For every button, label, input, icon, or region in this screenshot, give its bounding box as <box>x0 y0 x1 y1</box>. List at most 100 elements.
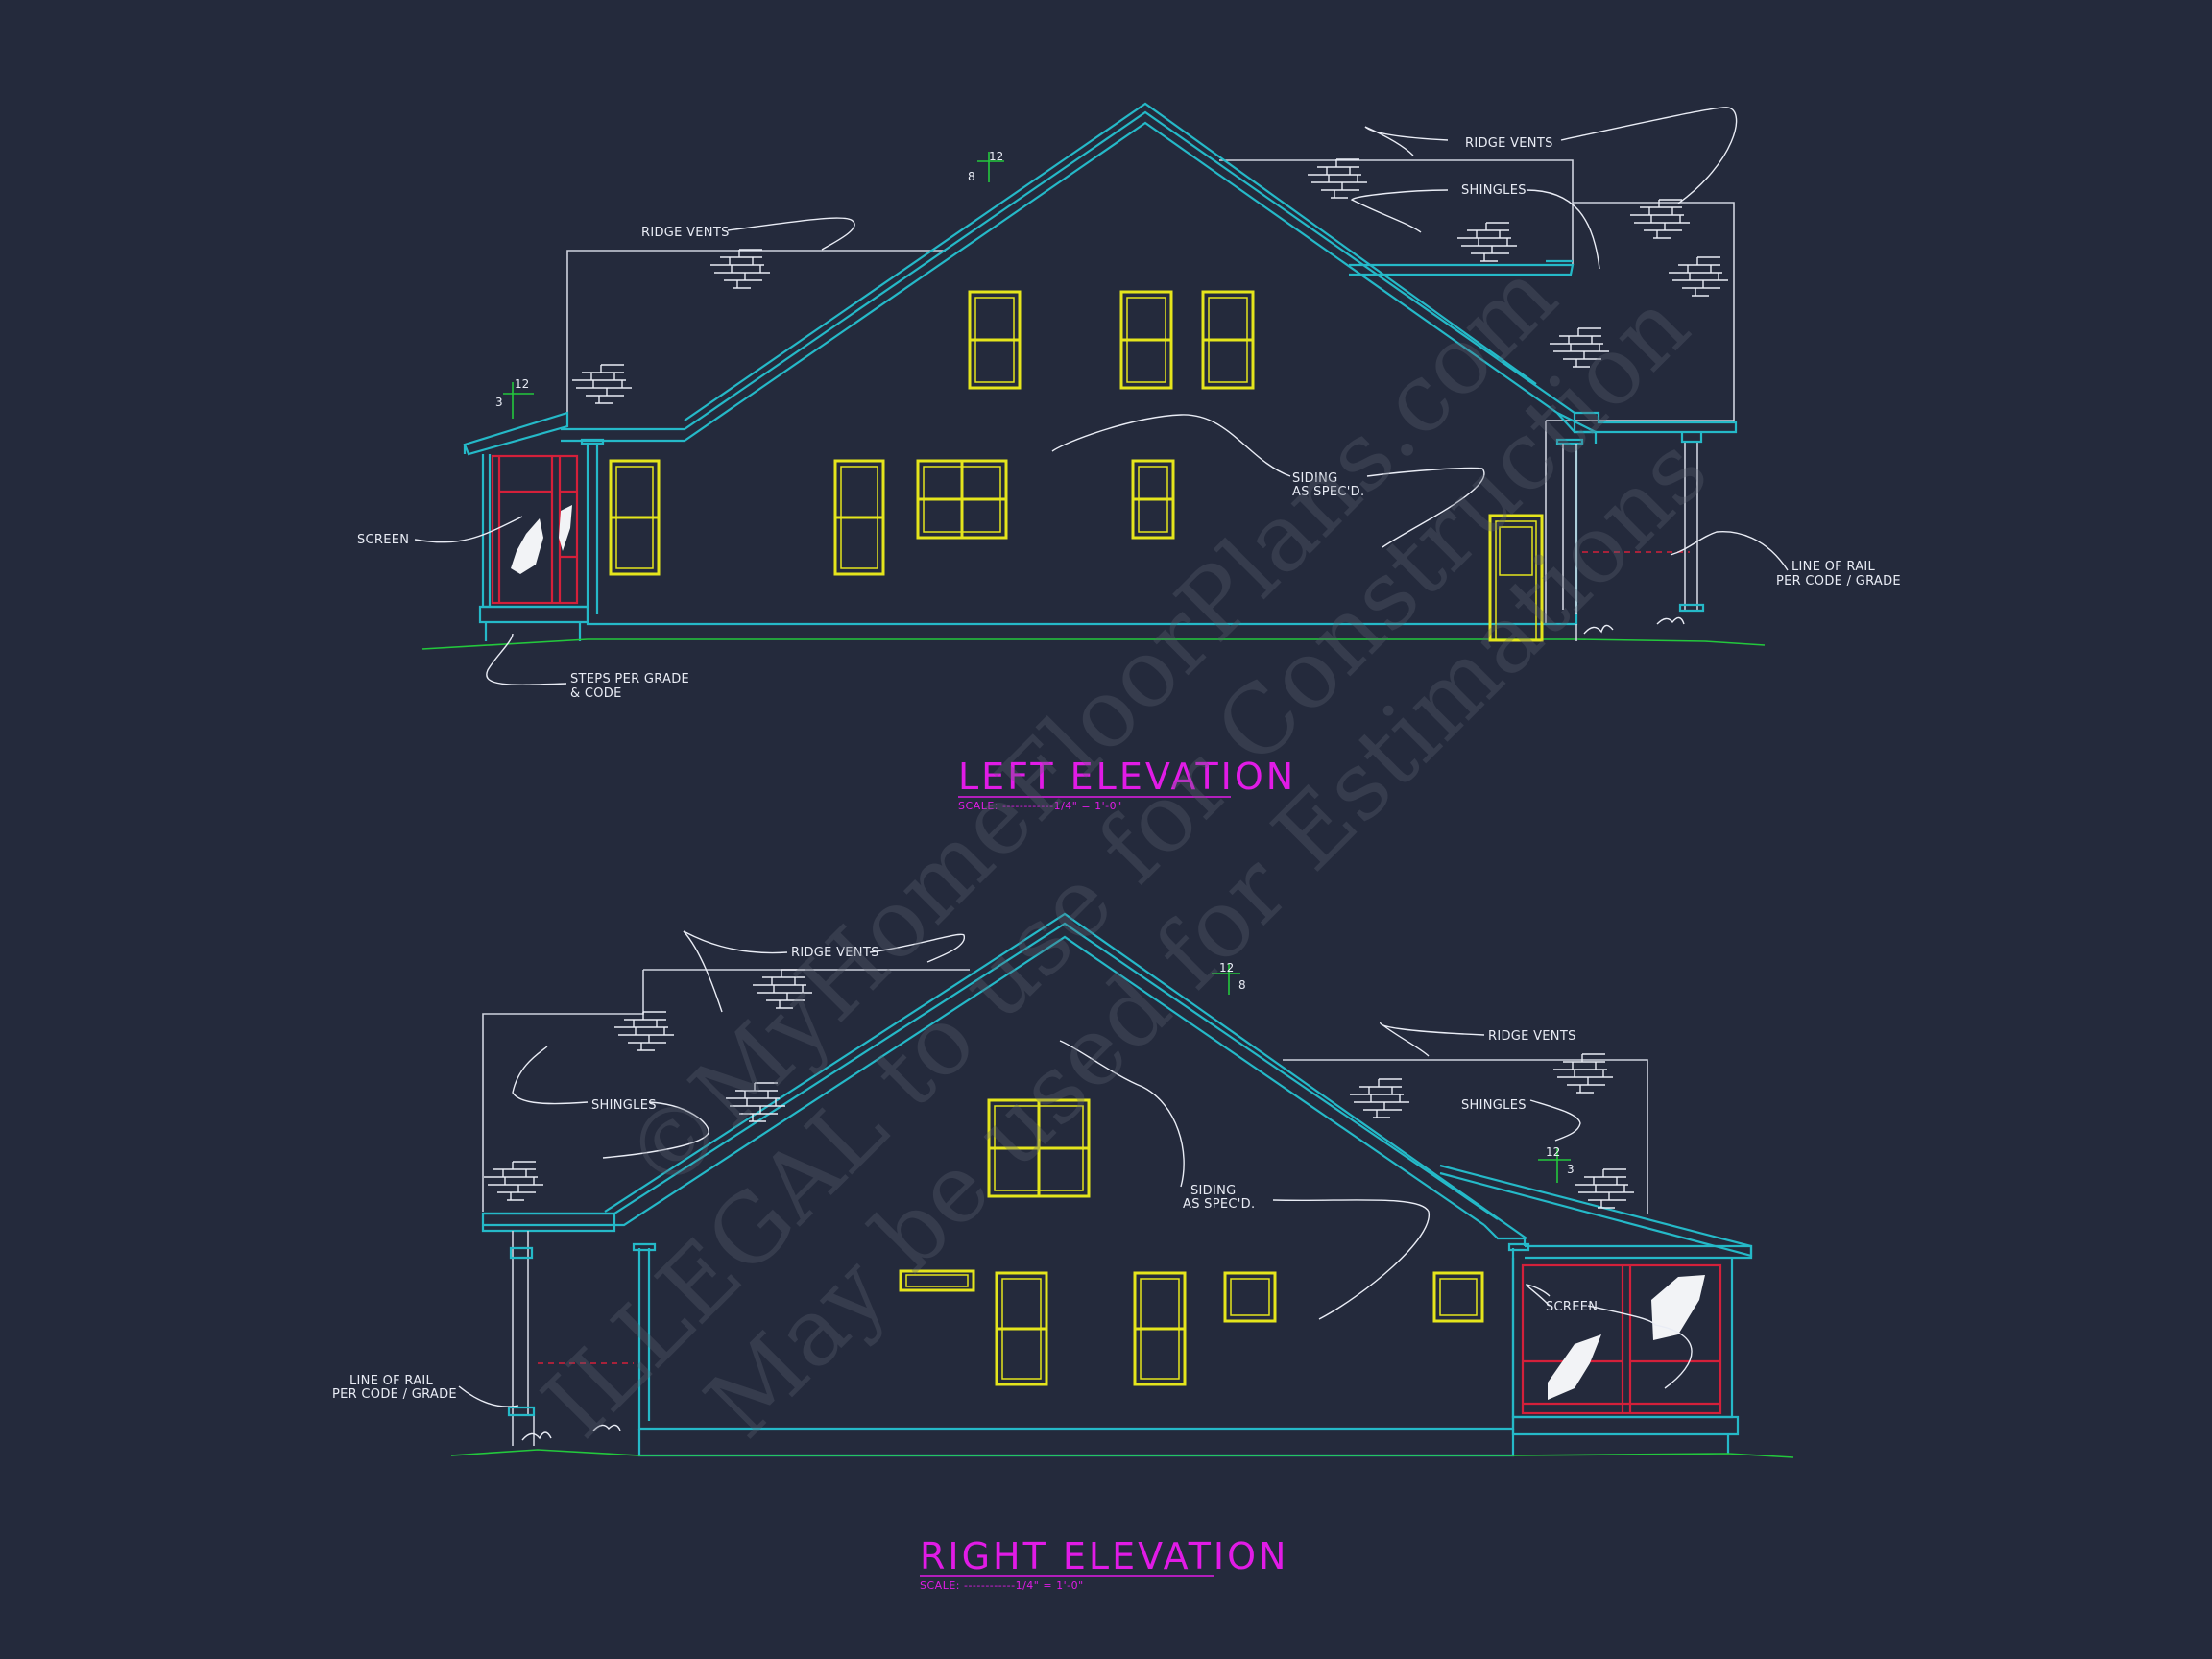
left-note-ridge-vents-upper: RIDGE VENTS <box>1465 136 1553 151</box>
left-shingle-pattern-1 <box>709 249 771 289</box>
right-leader-screen-2 <box>1587 1305 1693 1389</box>
svg-text:3: 3 <box>1567 1163 1575 1176</box>
right-small-window-1 <box>1223 1271 1277 1323</box>
svg-text:12: 12 <box>515 377 529 391</box>
right-grade-line <box>450 1449 1794 1458</box>
right-right-roof-outline <box>1283 1059 1648 1214</box>
left-shrub-sketch <box>1583 616 1685 635</box>
right-porch-pitch-symbol: 12 3 <box>1538 1145 1575 1183</box>
left-porch-pitch-symbol: 12 3 <box>495 377 534 419</box>
right-leader-shingles-right <box>1529 1099 1581 1142</box>
left-elevation-drawing: 12 8 12 3 RIDGE VENTS SHINGLES RIDGE VEN… <box>357 102 1901 812</box>
left-leader-siding-2 <box>1366 467 1485 548</box>
left-roof-plane-outline <box>566 250 946 420</box>
left-screen-porch-base <box>478 605 589 641</box>
right-elevation-title: RIGHT ELEVATION <box>920 1535 1288 1577</box>
left-main-pitch-symbol: 12 8 <box>968 150 1004 183</box>
left-main-gable-fascia <box>561 110 1575 431</box>
right-elevation-drawing: 12 8 12 3 RIDGE VENTS SHINGLES RIDGE VEN… <box>332 912 1794 1592</box>
right-leader-ridge-left-2 <box>683 930 788 1013</box>
left-screen-reflection <box>511 505 572 574</box>
right-leader-rail <box>458 1385 519 1407</box>
right-note-ridge-vents-right: RIDGE VENTS <box>1488 1029 1576 1044</box>
right-note-rail-line1: LINE OF RAIL <box>349 1374 434 1388</box>
left-note-rail-line1: LINE OF RAIL <box>1791 560 1876 574</box>
right-upper-window-quad <box>987 1098 1091 1198</box>
right-note-screen: SCREEN <box>1546 1300 1598 1314</box>
right-transom-window <box>899 1269 975 1292</box>
left-leader-shingles <box>1350 189 1449 233</box>
left-upper-window-2 <box>1119 290 1173 390</box>
left-entry-door <box>1488 514 1544 642</box>
left-leader-siding <box>1051 414 1291 477</box>
left-eave-soffit <box>1556 412 1597 433</box>
right-note-siding-line2: AS SPEC'D. <box>1183 1197 1255 1212</box>
right-leader-ridge-right <box>1379 1022 1485 1057</box>
left-porch-roof <box>463 411 569 456</box>
left-leader-steps <box>486 633 567 685</box>
left-porch-columns <box>1562 442 1698 614</box>
left-leader-rail <box>1670 531 1789 571</box>
watermark-line-2: ILLEGAL to use for Construction <box>522 272 1710 1459</box>
right-leader-ridge-left <box>869 933 965 963</box>
right-note-rail-line2: PER CODE / GRADE <box>332 1387 457 1402</box>
right-note-shingles-left: SHINGLES <box>591 1098 657 1113</box>
right-screen-reflection <box>1548 1275 1705 1400</box>
left-porch-roof-fascia <box>1546 259 1738 434</box>
left-leader-shingles-2 <box>1526 189 1600 270</box>
left-upper-window-3 <box>1201 290 1255 390</box>
left-note-siding-line1: SIDING <box>1292 471 1338 486</box>
right-wall-caps <box>632 1242 1530 1252</box>
right-main-gable-top-line <box>604 912 1527 1239</box>
right-note-siding-line1: SIDING <box>1190 1184 1237 1198</box>
left-upper-window-1 <box>968 290 1022 390</box>
svg-text:8: 8 <box>1238 978 1246 992</box>
right-main-gable-fascia-inner <box>483 935 1485 1227</box>
left-right-eave-fascia <box>1349 263 1575 276</box>
right-left-eave <box>481 1212 616 1233</box>
left-note-rail-line2: PER CODE / GRADE <box>1776 574 1901 589</box>
left-note-ridge-vents-left: RIDGE VENTS <box>641 226 730 240</box>
left-porch-column-caps <box>1678 432 1705 613</box>
left-note-steps-line2: & CODE <box>570 686 622 701</box>
left-leader-ridge-left <box>727 217 855 251</box>
right-shingle-pattern-2 <box>613 1011 675 1051</box>
watermark: ©MyHomeFloorPlans.com ILLEGAL to use for… <box>522 241 1728 1459</box>
right-screen-porch-base <box>1511 1415 1740 1454</box>
left-lower-window-3 <box>916 459 1008 540</box>
left-note-screen: SCREEN <box>357 533 409 547</box>
svg-text:12: 12 <box>1546 1145 1560 1159</box>
left-lower-window-2 <box>833 459 885 576</box>
left-far-right-roof-outline <box>1546 202 1735 421</box>
right-lower-window-2 <box>1133 1271 1187 1386</box>
right-note-ridge-vents-left: RIDGE VENTS <box>791 946 879 960</box>
right-shingle-pattern-4 <box>483 1161 544 1201</box>
svg-text:8: 8 <box>968 170 975 183</box>
left-screen-panel <box>491 454 579 605</box>
right-leader-shingles-left-2 <box>602 1101 709 1159</box>
left-note-siding-line2: AS SPEC'D. <box>1292 485 1364 499</box>
left-shingle-pattern-5 <box>1629 199 1691 239</box>
right-left-roof-outline <box>482 970 644 1212</box>
left-leader-ridge-upper-2 <box>1364 126 1449 156</box>
left-elevation-scale: SCALE: ------------1/4" = 1'-0" <box>958 800 1122 812</box>
left-lower-window-1 <box>609 459 661 576</box>
left-main-gable-top-line <box>684 102 1537 421</box>
left-shingle-pattern-3 <box>1307 158 1368 199</box>
right-shrub-sketch <box>521 1424 621 1441</box>
right-main-pitch-symbol: 12 8 <box>1212 961 1246 995</box>
left-wall-caps <box>580 438 1584 445</box>
svg-text:12: 12 <box>1219 961 1234 974</box>
right-porch-roof-fascia <box>1525 1244 1753 1260</box>
left-note-shingles: SHINGLES <box>1461 183 1527 198</box>
right-lower-window-1 <box>995 1271 1048 1386</box>
left-leader-ridge-upper <box>1560 107 1738 204</box>
right-porch-column-caps <box>507 1246 536 1417</box>
svg-text:12: 12 <box>989 150 1003 163</box>
right-leader-screen <box>1526 1284 1551 1307</box>
right-leader-shingles-left <box>512 1046 589 1105</box>
right-shingle-pattern-5 <box>1349 1078 1410 1118</box>
right-porch-columns <box>512 1231 535 1446</box>
svg-text:3: 3 <box>495 396 503 409</box>
